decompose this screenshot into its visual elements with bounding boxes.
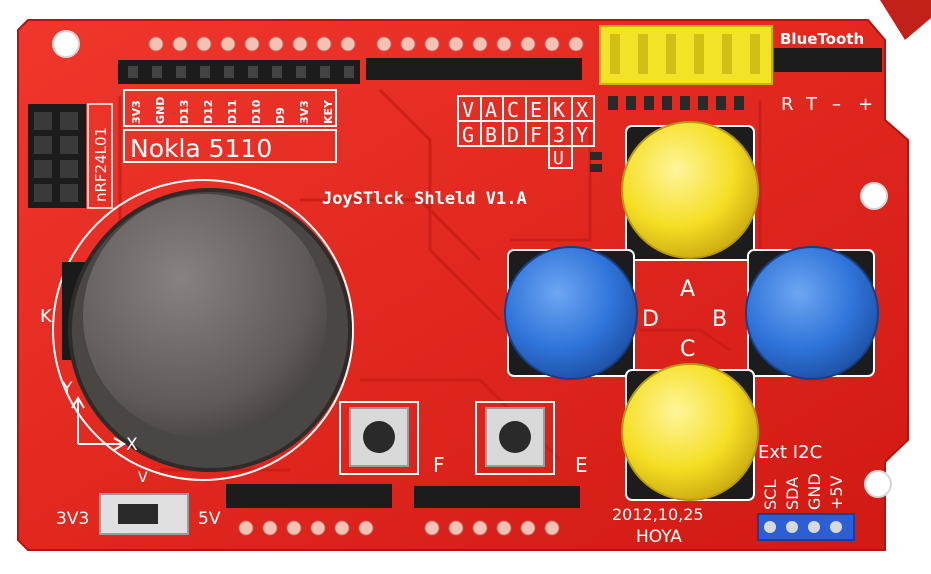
- nokia-pin-label: D12: [202, 100, 215, 124]
- nokia-label: Nokla 5110: [130, 134, 272, 163]
- nokia-pin-label: D11: [226, 100, 239, 124]
- label-k: K: [40, 306, 53, 327]
- i2c-header-pins: [764, 521, 842, 533]
- nokia-pin-label: GND: [154, 97, 167, 124]
- nokia-pin-label: KEY: [322, 99, 335, 124]
- nrf-label: nRF24L01: [92, 127, 110, 202]
- i2c-pin-label: SCL: [761, 480, 780, 510]
- bottom-pads: [238, 520, 560, 536]
- pin-map-cell: A: [485, 98, 497, 122]
- mounting-hole: [52, 30, 80, 58]
- corner-fragment: [880, 0, 931, 40]
- button-e[interactable]: [475, 401, 555, 475]
- bluetooth-pin-r: R: [781, 94, 794, 115]
- pin-map-cell: G: [462, 123, 474, 147]
- button-f[interactable]: [339, 401, 419, 475]
- pin-map-cell: U: [553, 148, 564, 169]
- bluetooth-pin-t: T: [805, 94, 818, 115]
- maker-label: HOYA: [636, 527, 682, 547]
- board-title: JoySTlck Shleld V1.A: [322, 189, 527, 209]
- label-b: B: [712, 307, 727, 332]
- button-c[interactable]: [621, 363, 759, 501]
- pin-map: V A C E K X G B D F 3 Y U: [457, 95, 595, 169]
- nokia-pin-labels: 3V3 GND D13 D12 D11 D10 D9 3V3 KEY: [130, 97, 335, 124]
- axis-icon: [71, 396, 126, 451]
- date-label: 2012,10,25: [612, 505, 704, 524]
- bluetooth-pin-minus: –: [832, 94, 841, 115]
- i2c-pin-label: SDA: [783, 477, 802, 510]
- pin-map-cell: Y: [576, 123, 588, 147]
- label-c: C: [680, 337, 695, 362]
- pin-map-cell: X: [576, 98, 588, 122]
- axis-y-label: Y: [61, 379, 73, 399]
- pin-map-cell: E: [530, 98, 542, 122]
- joystick-cap[interactable]: [83, 194, 327, 438]
- label-e: E: [575, 453, 588, 477]
- voltage-switch[interactable]: [99, 493, 189, 535]
- nokia-pin-box: [123, 89, 337, 127]
- pin-map-cell: K: [553, 98, 565, 122]
- nokia-pads: [148, 36, 356, 52]
- nrf-socket-holes: [34, 112, 78, 202]
- switch-label: V: [138, 470, 148, 486]
- switch-right-label: 5V: [198, 509, 221, 529]
- mounting-hole: [860, 182, 888, 210]
- bottom-header-left: [226, 484, 392, 508]
- i2c-pin-labels: SCL SDA GND +5V: [761, 473, 846, 510]
- smd-resistors: [590, 96, 744, 172]
- pin-map-cell: D: [507, 123, 519, 147]
- nokia-pin-label: D10: [250, 99, 263, 124]
- pin-map-cell: C: [507, 98, 519, 122]
- bottom-header-right: [414, 486, 580, 508]
- nokia-pin-label: D13: [178, 100, 191, 124]
- pin-map-cell: F: [530, 123, 542, 147]
- bluetooth-pin-plus: +: [858, 94, 873, 115]
- yellow-header-pins: [610, 34, 760, 74]
- yellow-header: [599, 25, 773, 85]
- nokia-header-pins: [128, 66, 354, 78]
- mounting-hole: [864, 470, 892, 498]
- nokia-pin-label: 3V3: [298, 100, 311, 124]
- label-f: F: [433, 453, 445, 477]
- label-d: D: [642, 307, 659, 332]
- joystick[interactable]: [52, 179, 354, 481]
- nokia-label-box: [123, 129, 337, 163]
- axis-x-label: X: [126, 435, 138, 455]
- nokia-pin-label: D9: [274, 107, 287, 124]
- nrf-label-box: [87, 103, 113, 209]
- button-a[interactable]: [621, 121, 759, 261]
- label-a: A: [680, 277, 695, 302]
- i2c-title: Ext I2C: [758, 442, 822, 463]
- i2c-pin-label: +5V: [827, 475, 846, 510]
- i2c-pin-label: GND: [805, 473, 824, 510]
- button-d[interactable]: [504, 246, 638, 380]
- top-header: [366, 58, 582, 80]
- pin-map-cell: 3: [553, 123, 565, 147]
- nokia-pin-label: 3V3: [130, 100, 143, 124]
- switch-left-label: 3V3: [56, 509, 89, 529]
- pin-map-cell: B: [485, 123, 497, 147]
- bluetooth-label: BlueTooth: [780, 30, 864, 48]
- pin-map-cell: V: [462, 98, 474, 122]
- bluetooth-header: [774, 48, 882, 72]
- button-b[interactable]: [745, 246, 879, 380]
- top-pads: [376, 36, 584, 52]
